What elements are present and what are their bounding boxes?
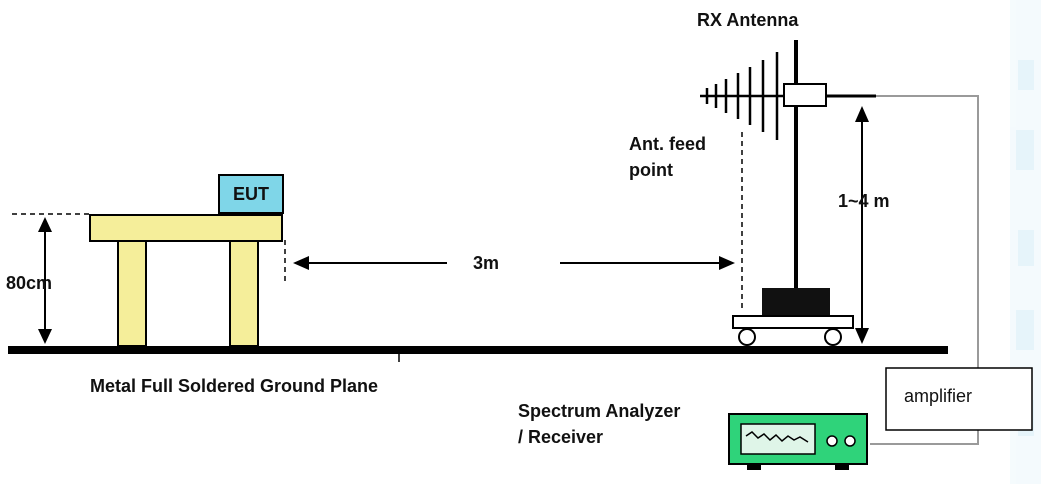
ground-plane-label: Metal Full Soldered Ground Plane [90, 376, 378, 396]
distance-arrow-left-head [293, 256, 309, 270]
table-height-arrow-up [38, 217, 52, 232]
ant-feed-label-line1: Ant. feed [629, 134, 706, 154]
table-height-arrow-down [38, 329, 52, 344]
height-arrow-up [855, 106, 869, 122]
analyzer-knob-left [826, 435, 838, 447]
antenna-cart-platform [732, 315, 854, 329]
analyzer-foot-right [835, 464, 849, 470]
cable [870, 95, 979, 445]
rx-antenna-label: RX Antenna [697, 10, 799, 30]
distance-arrow-right-head [719, 256, 735, 270]
analyzer-label-line1: Spectrum Analyzer [518, 401, 680, 421]
eut-label: EUT [233, 184, 269, 204]
eut-box [218, 174, 284, 214]
ground-plane [8, 346, 948, 354]
antenna-base-weight [762, 288, 830, 316]
table-leg-left [117, 240, 147, 347]
analyzer-knob-right [844, 435, 856, 447]
log-periodic-antenna [700, 52, 790, 140]
amplifier-box [885, 367, 1033, 431]
analyzer-label-line2: / Receiver [518, 427, 603, 447]
analyzer-foot-left [747, 464, 761, 470]
cart-wheel-left [738, 328, 756, 346]
ant-feed-label-line2: point [629, 160, 673, 180]
table-height-label: 80cm [6, 273, 52, 293]
height-label: 1~4 m [838, 191, 890, 211]
distance-label: 3m [473, 253, 499, 273]
analyzer-waveform [745, 431, 809, 443]
table [89, 214, 283, 347]
antenna-feed-box [783, 83, 827, 107]
table-top [89, 214, 283, 242]
table-leg-right [229, 240, 259, 347]
amplifier-label: amplifier [904, 386, 972, 406]
spectrum-analyzer [728, 413, 868, 470]
cart-wheel-right [824, 328, 842, 346]
height-arrow-down [855, 328, 869, 344]
